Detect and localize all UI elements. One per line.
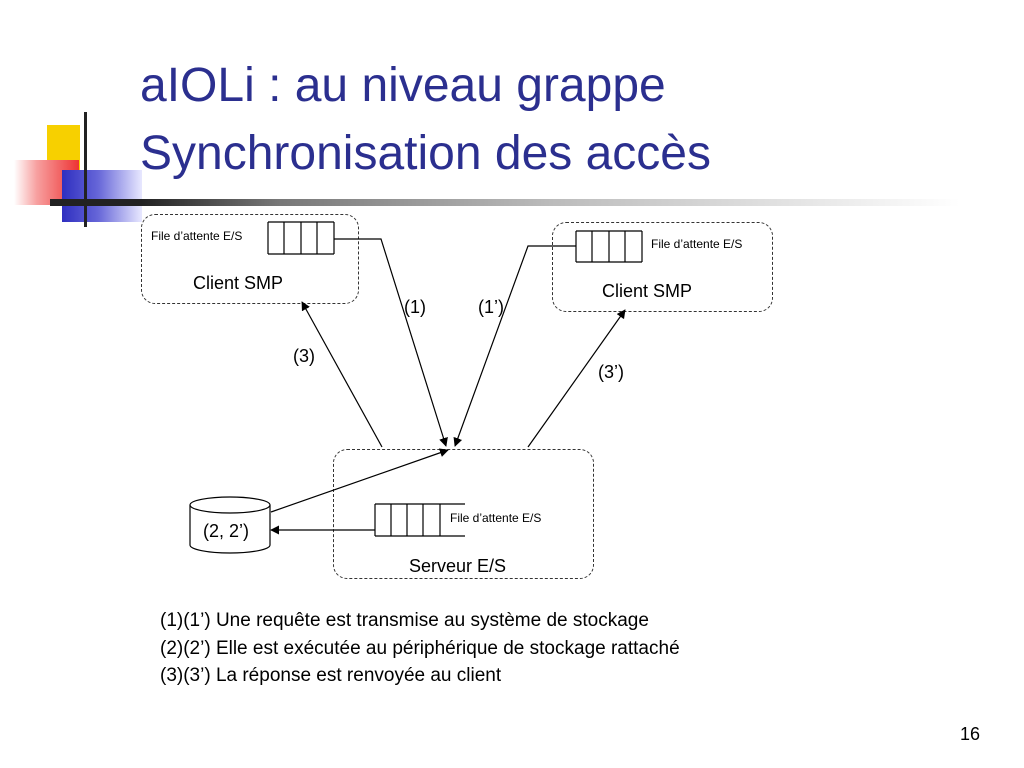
legend-line-1: (1)(1’) Une requête est transmise au sys…	[160, 610, 649, 631]
legend-line-3: (3)(3’) La réponse est renvoyée au clien…	[160, 665, 502, 686]
client-left-label: Client SMP	[193, 273, 284, 293]
page-number: 16	[960, 724, 981, 744]
storage-cylinder	[189, 496, 271, 554]
client-right-queue-label: File d’attente E/S	[651, 237, 743, 251]
slide-title-line-1: aIOLi : au niveau grappe	[140, 59, 666, 112]
arrow-3-prime-label: (3’)	[598, 362, 624, 382]
client-left-box	[141, 214, 359, 304]
arrow-1-label: (1)	[404, 297, 426, 317]
legend-line-2: (2)(2’) Elle est exécutée au périphériqu…	[160, 638, 680, 659]
arrow-1	[334, 238, 448, 447]
logo-blue-square	[62, 170, 142, 222]
server-label: Serveur E/S	[409, 556, 507, 576]
logo-vertical-line	[84, 112, 87, 227]
storage-label: (2, 2’)	[203, 521, 250, 541]
title-underline	[50, 199, 960, 206]
arrow-3-label: (3)	[293, 346, 315, 366]
server-queue	[374, 503, 465, 537]
client-right-label: Client SMP	[602, 281, 693, 301]
arrow-3	[301, 301, 383, 448]
client-left-queue	[267, 221, 335, 255]
server-box	[333, 449, 594, 579]
slide-title-line-2: Synchronisation des accès	[140, 127, 711, 180]
arrow-storage-to-server	[270, 448, 449, 513]
arrow-3-prime	[527, 309, 626, 448]
client-left-queue-label: File d’attente E/S	[151, 229, 243, 243]
arrow-1-prime-label: (1’)	[478, 297, 504, 317]
server-queue-label: File d’attente E/S	[450, 511, 542, 525]
client-right-box	[552, 222, 773, 312]
arrow-1-prime	[453, 245, 576, 447]
client-right-queue	[575, 230, 643, 263]
